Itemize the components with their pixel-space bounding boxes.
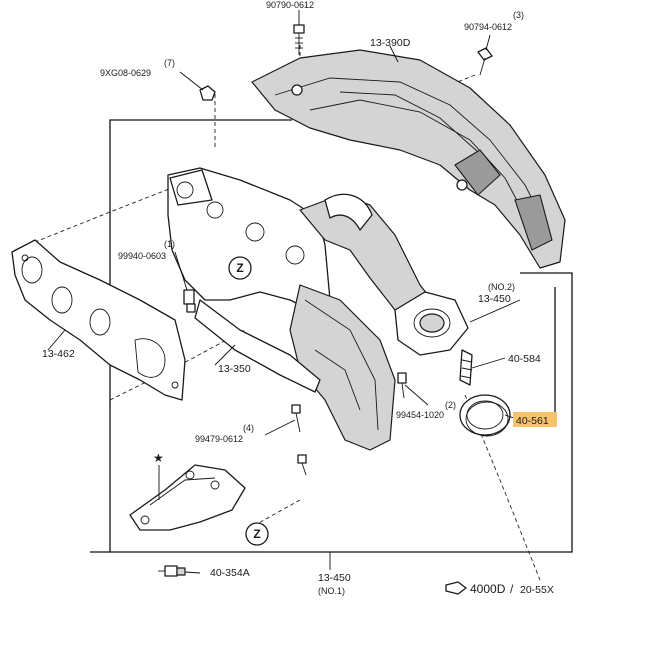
exhaust-manifold[interactable] bbox=[167, 167, 441, 451]
z-label-top: Z bbox=[236, 261, 243, 275]
spring-bolt[interactable] bbox=[459, 349, 473, 386]
z-reference-bottom: Z bbox=[245, 522, 269, 546]
star-marker: ★ bbox=[153, 451, 164, 465]
ref-page[interactable]: 20-55X bbox=[520, 584, 554, 596]
o2-sensor[interactable] bbox=[158, 565, 186, 577]
cross-reference[interactable]: 4000D / 20-55X bbox=[445, 581, 554, 596]
label-sensor[interactable]: 40-354A bbox=[210, 567, 250, 579]
selected-part-highlight bbox=[513, 412, 557, 427]
reference-arrow-icon bbox=[445, 581, 467, 595]
ref-separator: / bbox=[510, 582, 514, 596]
label-top-bolt[interactable]: 90790-0612 bbox=[266, 0, 314, 10]
label-spring[interactable]: 40-584 bbox=[508, 353, 541, 365]
stud-1[interactable] bbox=[183, 289, 196, 313]
label-nut7-qty: (7) bbox=[164, 58, 175, 68]
label-heat-insulator[interactable]: 13-390D bbox=[370, 37, 411, 49]
label-stay-bolt-pn[interactable]: 99454-1020 bbox=[396, 410, 444, 420]
z-reference-top: Z bbox=[228, 256, 252, 280]
label-gasket-no2-pn[interactable]: 13-450 bbox=[478, 293, 511, 305]
label-bolt4-qty: (4) bbox=[243, 423, 254, 433]
fasteners bbox=[158, 24, 493, 577]
label-stud1-pn[interactable]: 99940-0603 bbox=[118, 251, 166, 261]
label-stud1-qty: (1) bbox=[164, 239, 175, 249]
label-gasket-no1-pn[interactable]: 13-450 bbox=[318, 572, 351, 584]
label-bolt3-pn[interactable]: 90794-0612 bbox=[464, 22, 512, 32]
label-stay-bolt-qty: (2) bbox=[445, 400, 456, 410]
leader-lines bbox=[47, 10, 521, 574]
label-head-gasket[interactable]: 13-462 bbox=[42, 348, 75, 360]
label-bolt4-pn[interactable]: 99479-0612 bbox=[195, 434, 243, 444]
ref-code[interactable]: 4000D bbox=[470, 582, 506, 596]
manifold-stay[interactable] bbox=[129, 464, 246, 531]
label-bolt3-qty: (3) bbox=[513, 10, 524, 20]
stay-bolt[interactable] bbox=[397, 372, 407, 399]
label-nut7-pn[interactable]: 9XG08-0629 bbox=[100, 68, 151, 78]
label-ring-gasket[interactable]: 40-561 bbox=[516, 415, 549, 427]
head-gasket[interactable] bbox=[11, 239, 186, 401]
nut-7[interactable] bbox=[199, 85, 216, 101]
label-manifold[interactable]: 13-350 bbox=[218, 363, 251, 375]
label-gasket-no2-qty: (NO.2) bbox=[488, 282, 515, 292]
heat-insulator[interactable] bbox=[251, 49, 566, 269]
bolt-3[interactable] bbox=[477, 47, 493, 76]
ring-gasket[interactable] bbox=[459, 394, 511, 437]
bolt-4[interactable] bbox=[291, 404, 307, 476]
top-bolt[interactable] bbox=[293, 24, 305, 55]
catalyst-flange[interactable] bbox=[394, 291, 469, 356]
part-labels: 90790-0612 13-390D (3) 90794-0612 (7) 9X… bbox=[42, 0, 549, 596]
z-label-bottom: Z bbox=[253, 527, 260, 541]
label-gasket-no1-qty: (NO.1) bbox=[318, 586, 345, 596]
